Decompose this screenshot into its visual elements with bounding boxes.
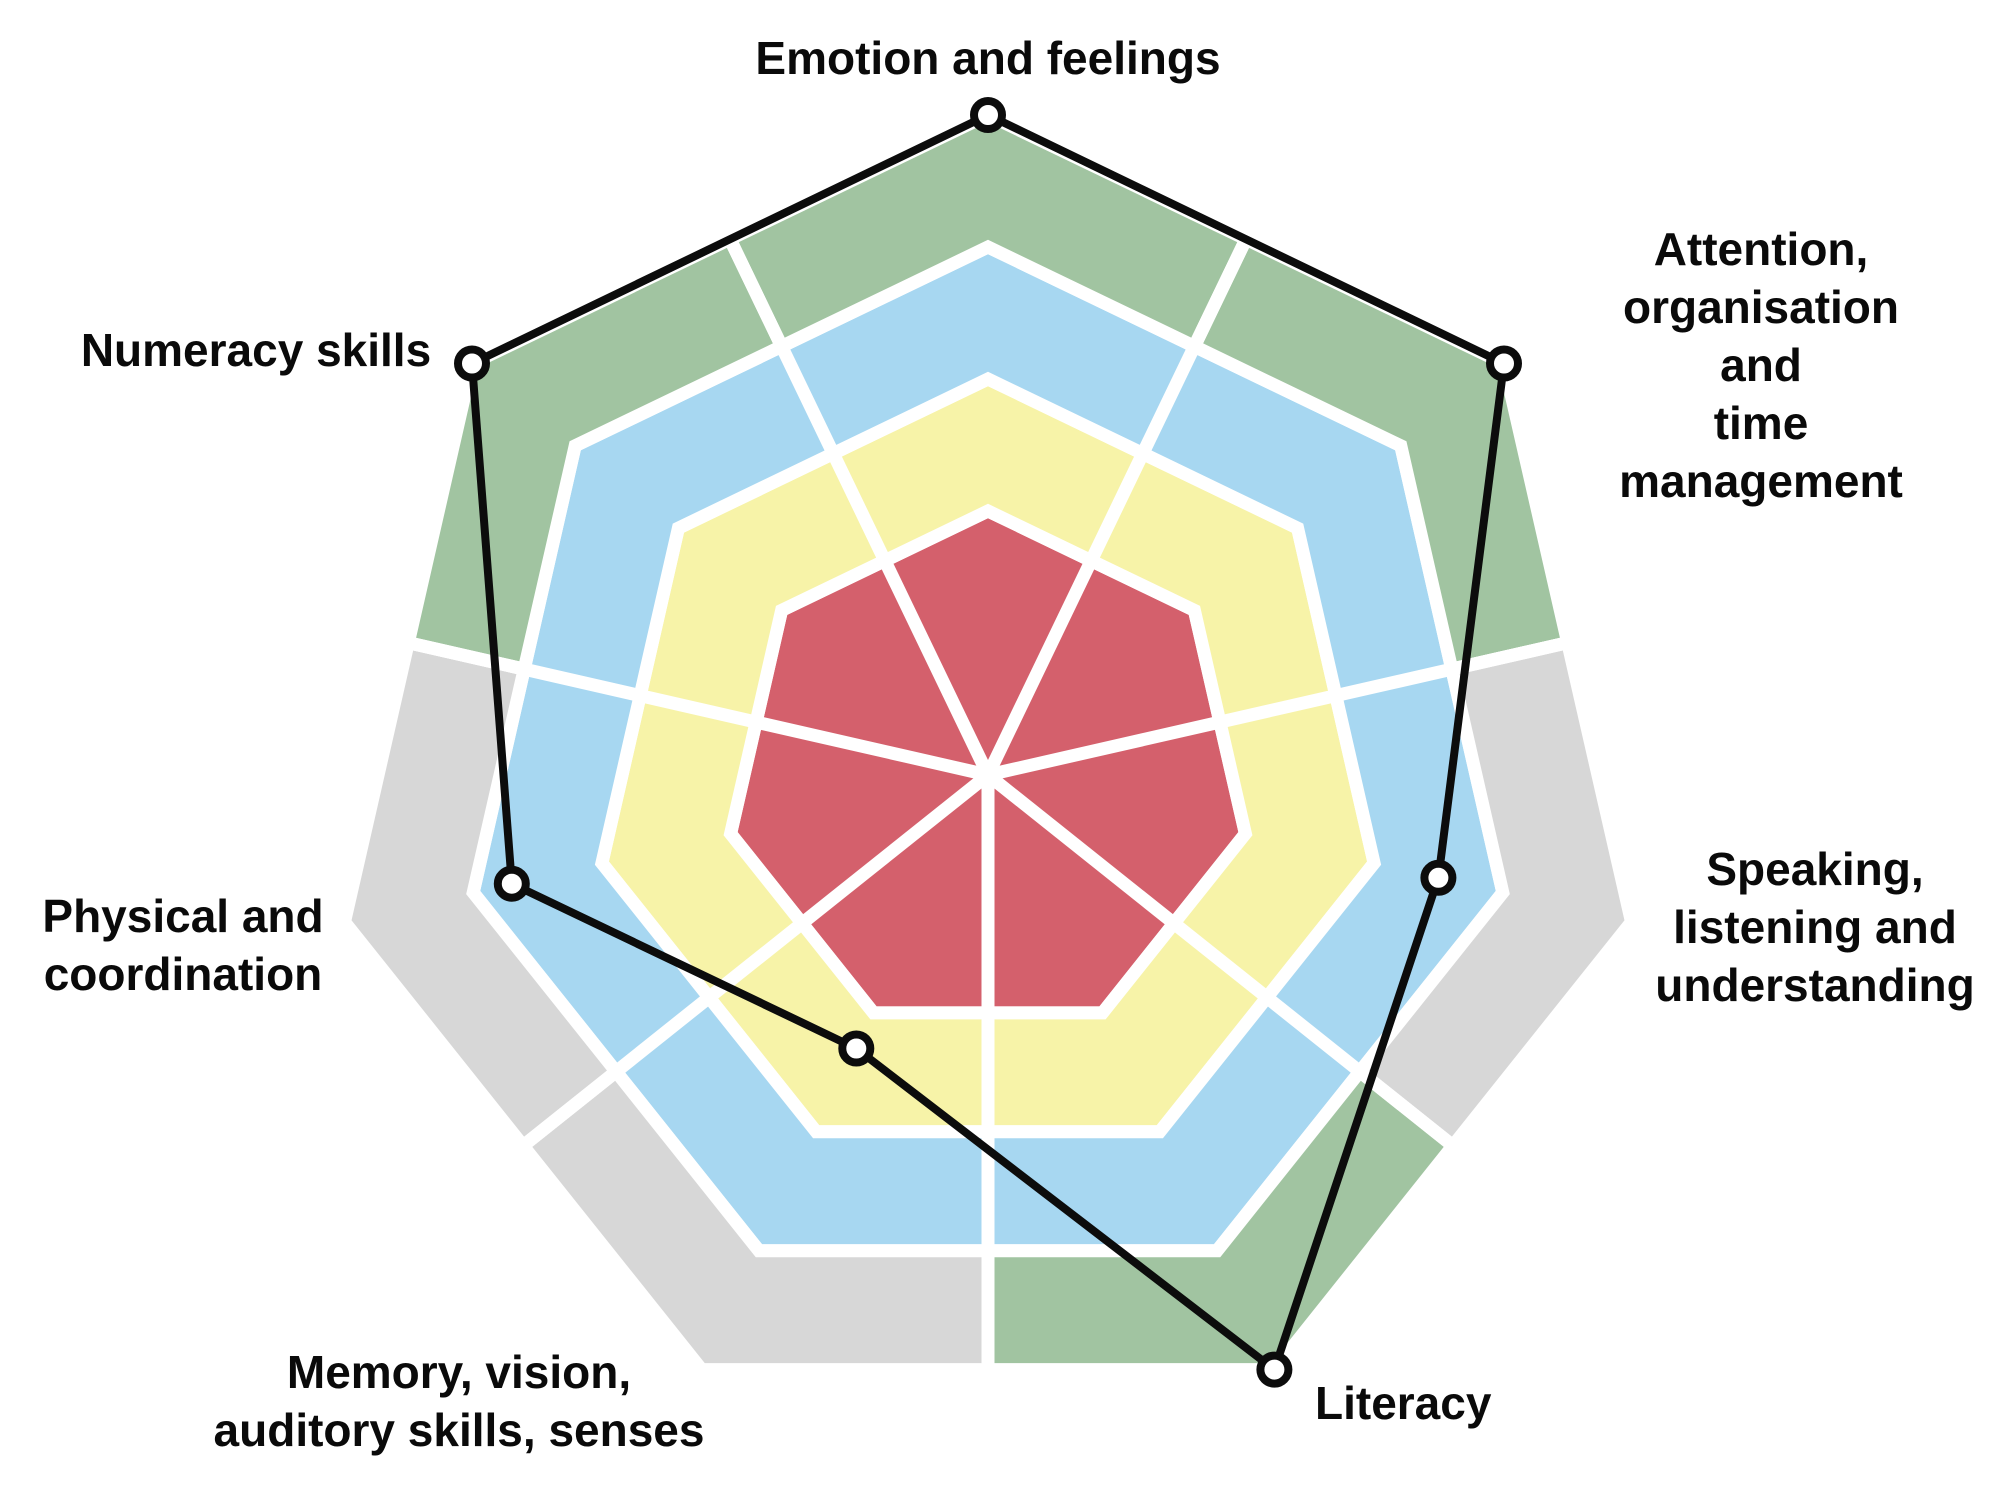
sector-divider-line [406,636,990,782]
axis-label-numeracy: Numeracy skills [80,324,432,377]
sector-divider-line [986,636,1570,782]
axis-label-physical: Physical and coordination [42,890,324,1000]
sector-divider-line [519,769,993,1151]
axis-label-speaking: Speaking, listening and understanding [1655,843,1975,1011]
axis-label-literacy: Literacy [1315,1377,1492,1430]
axis-label-memory: Memory, vision, auditory skills, senses [213,1346,705,1456]
data-point-marker [1420,859,1457,896]
sector-divider-line [983,769,1457,1151]
data-point-marker [1486,345,1522,382]
sector-divider-line [982,236,1252,778]
data-point-marker [454,345,490,382]
axis-label-emotion: Emotion and feelings [755,32,1221,85]
sector-divider-line [724,236,994,778]
axis-label-attention: Attention, organisation and time managem… [1619,223,1903,507]
data-point-marker [1256,1351,1293,1388]
data-point-marker [970,97,1006,133]
data-point-marker [493,865,530,902]
data-point-marker [838,1030,875,1067]
data-polygon [467,110,1509,1377]
